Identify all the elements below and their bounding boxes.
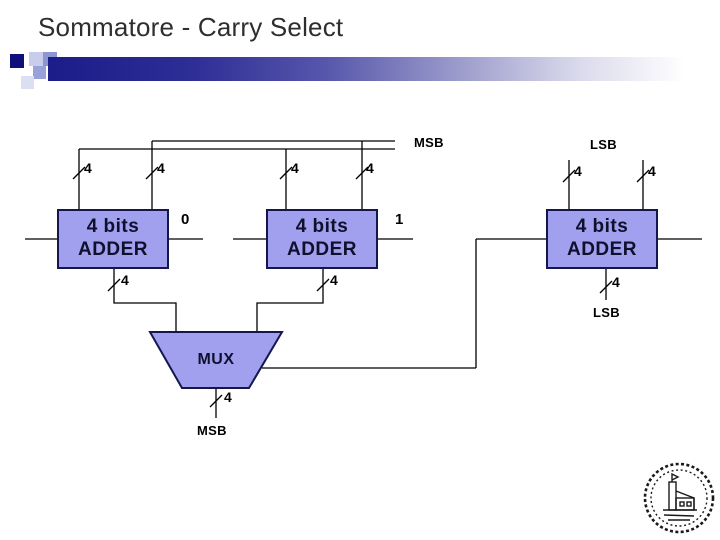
bus-width-slash: [145, 166, 159, 180]
bus-width-slash: [316, 278, 330, 292]
bus-width-label: 4: [291, 160, 299, 176]
title-accent-bar: [48, 57, 712, 81]
adder-label-line1: 4 bits: [295, 216, 349, 238]
bus-width-slash: [279, 166, 293, 180]
ornament-square: [21, 76, 34, 89]
lsb-bus-label: LSB: [590, 137, 617, 152]
bus-width-slash: [107, 278, 121, 292]
bus-width-label: 4: [224, 389, 232, 405]
ornament-square: [10, 54, 24, 68]
university-seal-logo: [643, 462, 715, 534]
mux-block: [148, 331, 284, 389]
carry-in-0-label: 0: [181, 211, 190, 228]
bus-width-slashes: [72, 166, 650, 408]
wire-sum0-to-mux: [113, 269, 177, 332]
bus-width-label: 4: [574, 163, 582, 179]
bus-width-label: 4: [84, 160, 92, 176]
seal-emblem: [663, 472, 697, 521]
seal-text-ring-inner: [650, 469, 708, 527]
adder-label-line2: ADDER: [286, 239, 358, 260]
adder-block-low: 4 bits ADDER: [546, 209, 658, 269]
adder-block-high-carry0: 4 bits ADDER: [57, 209, 169, 269]
adder-label-line2: ADDER: [566, 239, 638, 260]
msb-output-label: MSB: [197, 423, 227, 438]
bus-width-slash: [599, 280, 613, 294]
bus-width-label: 4: [121, 272, 129, 288]
bus-lines: [25, 140, 702, 418]
wire-sum1-to-mux: [256, 269, 324, 332]
msb-bus-label: MSB: [414, 135, 444, 150]
adder-label-line2: ADDER: [77, 239, 149, 260]
bus-width-slash: [209, 394, 223, 408]
bus-width-label: 4: [612, 274, 620, 290]
slide-title: Sommatore - Carry Select: [38, 12, 344, 42]
bus-width-slash: [636, 169, 650, 183]
adder-label-line1: 4 bits: [86, 216, 140, 238]
bus-width-label: 4: [330, 272, 338, 288]
bus-width-label: 4: [648, 163, 656, 179]
bus-width-label: 4: [157, 160, 165, 176]
bus-width-slash: [562, 169, 576, 183]
seal-text-ring-outer: [643, 462, 715, 534]
mux-label: MUX: [197, 351, 235, 368]
adder-block-high-carry1: 4 bits ADDER: [266, 209, 378, 269]
bus-width-label: 4: [366, 160, 374, 176]
carry-in-1-label: 1: [395, 211, 404, 228]
lsb-output-label: LSB: [593, 305, 620, 320]
adder-label-line1: 4 bits: [575, 216, 629, 238]
bus-width-slash: [72, 166, 86, 180]
ornament-square: [33, 66, 46, 79]
ornament-square: [29, 52, 43, 66]
bus-width-slash: [355, 166, 369, 180]
